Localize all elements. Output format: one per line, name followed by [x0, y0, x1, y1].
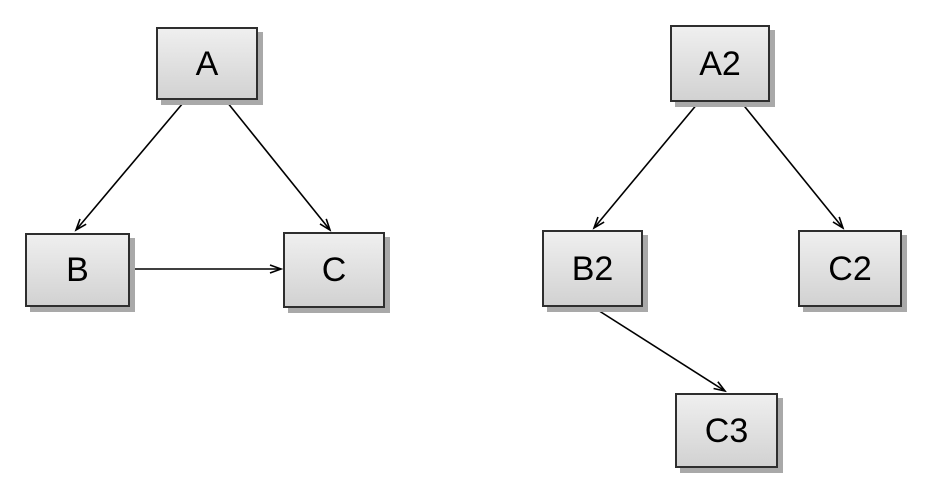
edge-A2-C2 — [740, 101, 843, 228]
node-B[interactable]: B — [25, 233, 130, 307]
node-C3[interactable]: C3 — [675, 393, 778, 468]
node-A2[interactable]: A2 — [670, 25, 770, 102]
edge-A-C — [226, 101, 330, 230]
edges-group — [76, 101, 843, 391]
node-label: C — [321, 251, 347, 289]
node-label: B2 — [571, 249, 614, 288]
node-label: A2 — [699, 44, 741, 83]
edge-A2-B2 — [594, 102, 699, 228]
node-C[interactable]: C — [283, 232, 385, 308]
node-label: C3 — [704, 411, 749, 450]
node-label: A — [195, 44, 219, 83]
node-B2[interactable]: B2 — [542, 230, 643, 307]
edge-B2-C3 — [592, 306, 725, 391]
edge-A-B — [76, 102, 184, 230]
node-label: B — [66, 251, 89, 289]
node-C2[interactable]: C2 — [798, 230, 902, 307]
node-label: C2 — [828, 249, 872, 288]
node-A[interactable]: A — [156, 27, 258, 100]
